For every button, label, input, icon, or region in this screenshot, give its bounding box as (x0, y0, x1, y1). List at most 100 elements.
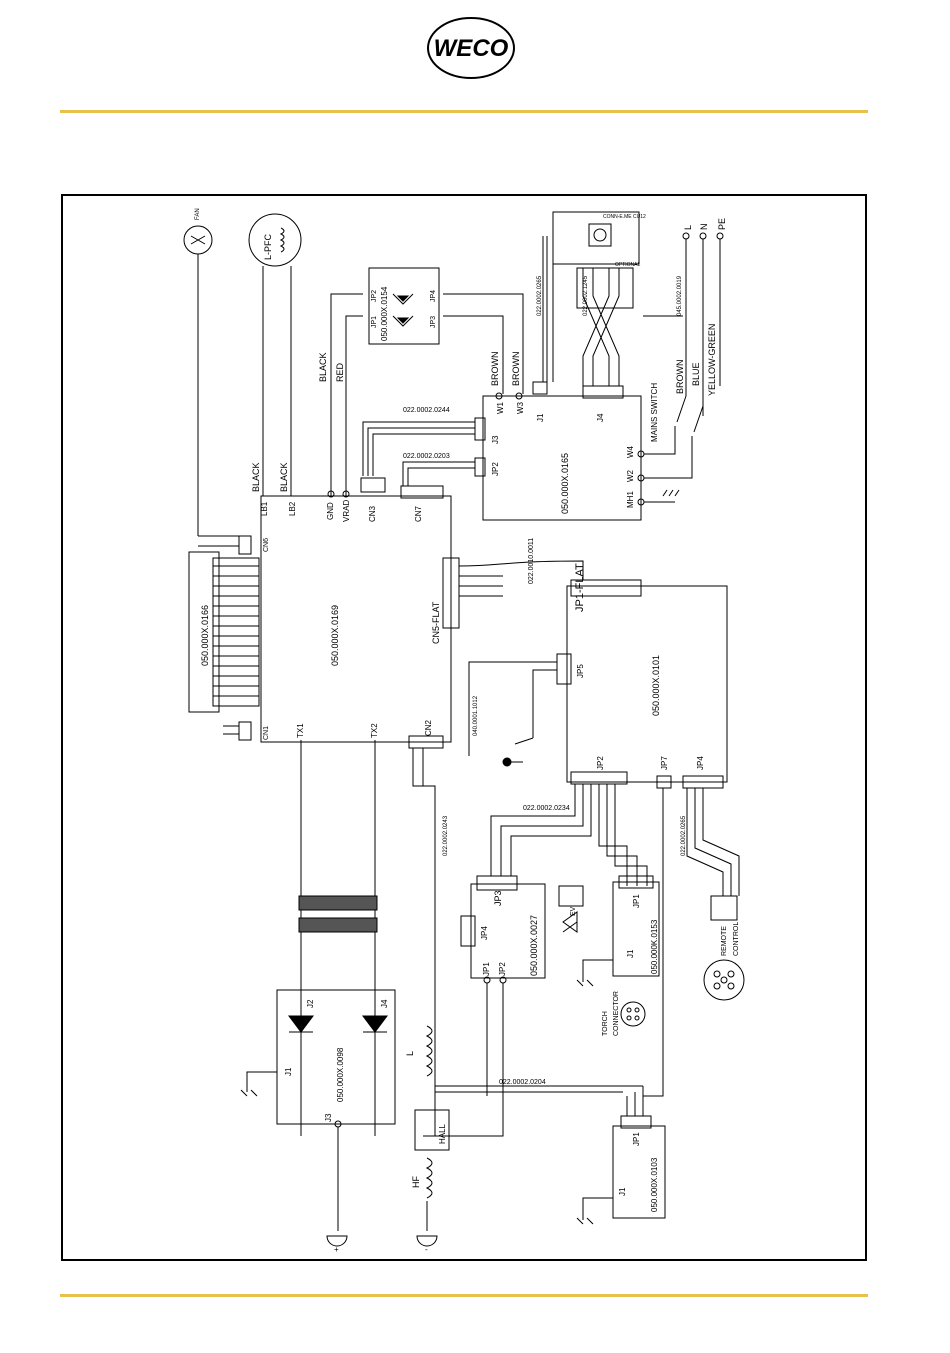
cn2-label: CN2 (424, 719, 433, 736)
connector-label: CONNECTOR (613, 991, 620, 1036)
mh1-label: MH1 (626, 491, 635, 508)
cable-0244: 022.0002.0244 (403, 407, 450, 414)
N-label: N (699, 224, 709, 231)
board-0169 (260, 495, 452, 743)
hall-sensor (414, 1109, 450, 1151)
L-label: L (683, 225, 693, 230)
j1-g-label: J1 (284, 1067, 293, 1076)
torch-label: TORCH (602, 1011, 609, 1036)
jp2-e-label: JP2 (498, 962, 507, 976)
transformer-core-1 (298, 895, 378, 911)
ev-label: EV (570, 906, 577, 916)
cable-0019-label: 045.0002.0019 (677, 275, 683, 316)
logo-text: WECO (434, 35, 509, 62)
w2-label: W2 (626, 469, 635, 482)
board-0027 (460, 875, 546, 979)
bridge-code: 050.000X.0154 (380, 286, 389, 341)
j4-g-label: J4 (380, 999, 389, 1008)
board-0103 (612, 1115, 666, 1219)
board-0101-label: 050.000X.0101 (651, 655, 661, 716)
cn7-label: CN7 (414, 505, 423, 522)
ev-valve (558, 885, 584, 933)
bridge-jp2: JP2 (371, 290, 378, 302)
w1-label: W1 (496, 401, 505, 414)
cable-0265b-label: 022.0002.0265 (681, 815, 687, 856)
cable-1012-label: 040.0001.1012 (473, 695, 479, 736)
L-ind-label: L (405, 1051, 415, 1056)
j2-g-label: J2 (306, 999, 315, 1008)
cable-0204-label: 022.0002.0204 (499, 1079, 546, 1086)
black-lb2-label: BLACK (279, 462, 289, 492)
board-0153-label: 050.000K.0153 (650, 919, 659, 974)
hf-coil (425, 1157, 433, 1199)
optional-connector-block (552, 211, 640, 265)
lpfc-inductor (248, 213, 302, 267)
jp1-e-label: JP1 (482, 962, 491, 976)
jp7-label: JP7 (660, 756, 669, 770)
board-0169-label: 050.000X.0169 (330, 605, 340, 666)
lb2-label: LB2 (288, 501, 297, 516)
bridge-jp4: JP4 (430, 290, 437, 302)
cable-1245-label: 022.0002.1245 (583, 275, 589, 316)
lb1-label: LB1 (260, 501, 269, 516)
hall-label: HALL (438, 1123, 447, 1144)
j3-label: J3 (491, 435, 500, 444)
jp1-f-label: JP1 (632, 894, 641, 908)
board-0165-label: 050.000X.0165 (560, 453, 570, 514)
cn5flat-label: CN5-FLAT (431, 601, 441, 644)
bridge-jp1: JP1 (371, 316, 378, 328)
board-0101 (566, 579, 728, 783)
remote-label: REMOTE (721, 926, 728, 956)
board-0027-label: 050.000X.0027 (529, 915, 539, 976)
bridge-rectifier-block (368, 267, 440, 345)
cable-0011-label: 022.0010.0011 (528, 538, 535, 584)
jp4-d-label: JP4 (696, 756, 705, 770)
j1-f-label: J1 (626, 949, 635, 958)
board-0166-label: 050.000X.0166 (200, 605, 210, 666)
brown-wire-label-1: BROWN (490, 352, 500, 387)
optional-label: OPTIONAL (615, 262, 641, 268)
jp5-label: JP5 (576, 664, 585, 678)
mains-switch (644, 395, 704, 479)
PE-label: PE (717, 218, 727, 230)
cable-0203: 022.0002.0203 (403, 453, 450, 460)
cn3-label: CN3 (368, 505, 377, 522)
tx1-label: TX1 (296, 723, 305, 738)
board-0098-label: 050.000X.0098 (336, 1047, 345, 1102)
top-rule (60, 110, 868, 113)
jp1flat-label: JP1-FLAT (574, 563, 586, 612)
jp4-e-label: JP4 (480, 926, 489, 940)
weco-logo: WECO (427, 17, 515, 79)
vrad-label: VRAD (342, 500, 351, 522)
cn1-label: CN1 (263, 726, 270, 740)
jp2-c-label: JP2 (491, 462, 500, 476)
minus-terminal: - (425, 1245, 428, 1254)
board-0166 (188, 551, 260, 713)
gnd-label: GND (326, 502, 335, 520)
cn6-label: CN6 (263, 538, 270, 552)
transformer-core-2 (298, 917, 378, 933)
output-inductor (425, 1025, 433, 1077)
cable-0243-label: 022.0002.0243 (443, 815, 449, 856)
lpfc-label: L-PFC (263, 233, 273, 260)
control-label: CONTROL (733, 922, 740, 956)
cable-0234-label: 022.0002.0234 (523, 805, 570, 812)
wiring-schematic: FAN L-PFC 050.000X.0154 JP1 JP2 JP3 JP4 … (183, 208, 745, 1254)
bridge-jp3: JP3 (430, 316, 437, 328)
w4-label: W4 (626, 445, 635, 458)
blue-label: BLUE (691, 362, 701, 386)
yellow-green-label: YELLOW-GREEN (707, 324, 717, 396)
board-0103-label: 050.000X.0103 (650, 1157, 659, 1212)
w3-label: W3 (516, 401, 525, 414)
j3-g-label: J3 (324, 1113, 333, 1122)
jp2-d-label: JP2 (596, 756, 605, 770)
black-wire-label: BLACK (318, 352, 328, 382)
brown-wire-label-2: BROWN (511, 352, 521, 387)
conn-cu12-label: CONN-E.ME CU12 (603, 214, 646, 220)
remote-connector (703, 895, 745, 1001)
fan-symbol (183, 225, 213, 536)
red-wire-label: RED (335, 362, 345, 382)
schematic-frame: FAN L-PFC 050.000X.0154 JP1 JP2 JP3 JP4 … (61, 194, 867, 1261)
torch-connector (620, 1001, 646, 1027)
tx2-label: TX2 (370, 723, 379, 738)
